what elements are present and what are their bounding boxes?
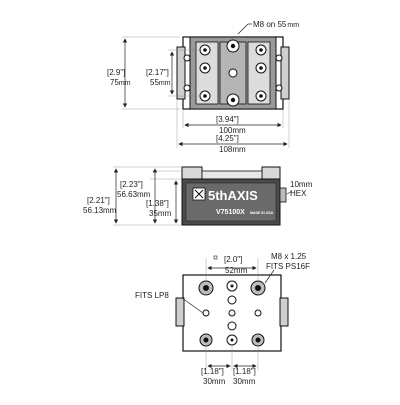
side-clamp-height-mm: 56.13mm xyxy=(83,206,117,215)
side-overall-height-in: [2.23"] xyxy=(120,180,143,189)
top-overall-width-in: [4.25"] xyxy=(216,134,239,143)
pin-hole-icon xyxy=(228,309,236,317)
top-height-in: [2.9"] xyxy=(107,68,125,77)
top-height-mm: 75mm xyxy=(110,78,131,87)
model-number: V75100X xyxy=(216,209,245,216)
bolt-icon xyxy=(228,68,238,78)
screw-icon xyxy=(183,84,191,92)
top-view-right-tab xyxy=(280,46,290,100)
side-left-jaw xyxy=(181,166,203,180)
hex-size: 10mm xyxy=(290,180,313,189)
bottom-right-mm: 30mm xyxy=(233,377,256,386)
screw-icon xyxy=(275,84,283,92)
made-in-mark: MADE IN USA xyxy=(250,211,274,215)
side-view: 5thAXIS V75100X MADE IN USA 10mm HEX [2.… xyxy=(83,166,313,226)
side-overall-height-mm: 56.63mm xyxy=(117,190,151,199)
pin-hole-icon xyxy=(202,309,210,317)
side-base-height-mm: 35mm xyxy=(149,209,172,218)
top-pitch-in: [2.17"] xyxy=(146,68,169,77)
top-view: M8 on 55mm [2.9"] 75mm [2.17"] 55mm [3.9… xyxy=(107,20,299,154)
top-overall-width-mm: 108mm xyxy=(219,145,246,154)
hex-type: HEX xyxy=(290,189,307,198)
bottom-right-tab xyxy=(279,297,289,327)
top-thread-note: M8 on 55mm xyxy=(253,20,299,29)
top-view-bolts xyxy=(183,39,283,107)
top-view-left-tab xyxy=(176,46,186,100)
bottom-view: [2.0"] 52mm M8 x 1.25 FITS PS16F FITS LP… xyxy=(135,252,310,386)
hex-nut-icon xyxy=(279,187,287,203)
side-base-height-in: [1.38"] xyxy=(146,199,169,208)
bottom-fits-left: FITS LP8 xyxy=(135,291,169,300)
bottom-left-mm: 30mm xyxy=(203,377,226,386)
screw-icon xyxy=(183,54,191,62)
thread-callout-leader xyxy=(237,23,249,35)
bottom-fits-note: FITS PS16F xyxy=(266,262,310,271)
bottom-center-in: [2.0"] xyxy=(224,255,242,264)
logo-text: 5thAXIS xyxy=(208,188,258,203)
top-body-width-mm: 100mm xyxy=(219,126,246,135)
bottom-left-tab xyxy=(175,297,185,327)
side-clamp-height-in: [2.21"] xyxy=(87,196,110,205)
bottom-center-mm: 52mm xyxy=(225,266,248,275)
thread-hole-icon xyxy=(227,295,237,305)
side-right-jaw xyxy=(261,166,281,180)
bottom-thread-note: M8 x 1.25 xyxy=(271,252,307,261)
top-pitch-mm: 55mm xyxy=(150,78,171,87)
top-body-width-in: [3.94"] xyxy=(216,115,239,124)
pin-hole-icon xyxy=(254,309,262,317)
screw-icon xyxy=(275,54,283,62)
thread-hole-icon xyxy=(227,321,237,331)
bottom-left-in: [1.18"] xyxy=(201,367,224,376)
bottom-right-in: [1.18"] xyxy=(233,367,256,376)
